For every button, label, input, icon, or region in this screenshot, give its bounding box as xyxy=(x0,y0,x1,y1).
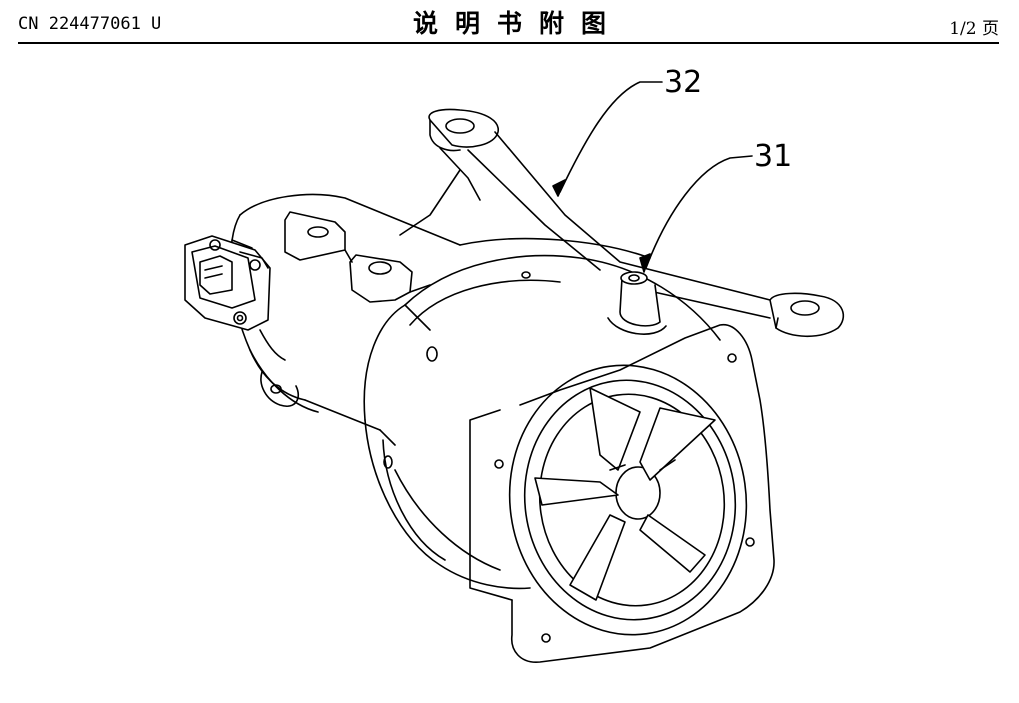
leader-lines xyxy=(552,81,753,273)
patent-number: CN 224477061 U xyxy=(18,14,162,34)
motor-housing xyxy=(229,193,461,431)
page-title: 说明书附图 xyxy=(412,9,623,38)
motor-mount-ears xyxy=(284,211,431,303)
ref-label-31: 31 xyxy=(754,139,792,174)
nozzle-ring xyxy=(508,364,748,636)
page-number: 1/2 页 xyxy=(949,19,999,39)
water-inlet-post xyxy=(607,271,667,335)
impeller-blades xyxy=(534,387,716,601)
ref-label-32: 32 xyxy=(664,65,702,100)
outlet-flange xyxy=(469,324,775,663)
electrical-connector xyxy=(184,235,271,331)
header-rule xyxy=(18,42,999,44)
pump-casing xyxy=(363,237,721,590)
water-jet-propulsor-drawing: 32 31 xyxy=(184,65,845,663)
mounting-bracket xyxy=(399,108,845,338)
